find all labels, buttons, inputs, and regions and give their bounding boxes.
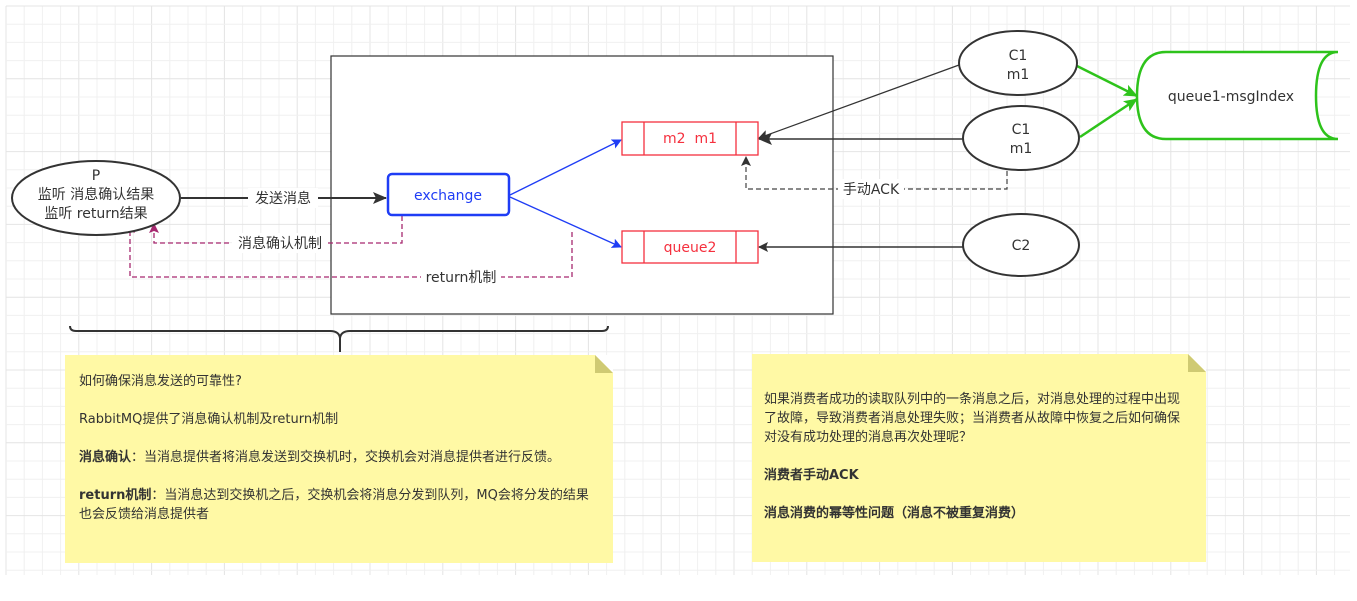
consumer-c1-a-node[interactable]: C1 m1 (958, 30, 1078, 96)
edge-return[interactable]: return机制 (125, 223, 573, 287)
msg-index-label: queue1-msgIndex (1168, 89, 1294, 105)
msg-index-store[interactable]: queue1-msgIndex (1135, 50, 1339, 141)
note2-idempotency: 消息消费的幂等性问题（消息不被重复消费） (764, 504, 1192, 523)
edge-manual-ack[interactable]: 手动ACK (741, 156, 1008, 199)
exchange-node[interactable]: exchange (386, 172, 511, 217)
note1-confirm-paragraph: 消息确认：当消息提供者将消息发送到交换机时，交换机会对消息提供者进行反馈。 (79, 448, 599, 467)
brace (69, 325, 609, 352)
consumer-c1-b-label-1: C1 (1012, 122, 1031, 138)
producer-label-2: 监听 消息确认结果 (38, 186, 154, 203)
consumer-c2-node[interactable]: C2 (962, 213, 1080, 277)
edge-c1b-to-index[interactable] (1079, 97, 1138, 139)
edge-send[interactable]: 发送消息 (181, 188, 387, 208)
edge-c1a-to-index[interactable] (1076, 64, 1138, 98)
consumer-c1-a-label-2: m1 (1007, 67, 1030, 83)
note-consumer-reliability[interactable]: 如果消费者成功的读取队列中的一条消息之后，对消息处理的过程中出现了故障，导致消费… (752, 354, 1206, 562)
edge-confirm-label: 消息确认机制 (238, 235, 322, 252)
edge-exchange-to-queue1[interactable] (509, 139, 622, 196)
note1-return-text: ：当消息达到交换机之后，交换机会将消息分发到队列，MQ会将分发的结果也会反馈给消… (79, 488, 589, 522)
note2-idempotency-text: 消息消费的幂等性问题（消息不被重复消费） (764, 506, 1025, 521)
producer-node[interactable]: P 监听 消息确认结果 监听 return结果 (11, 160, 181, 236)
consumer-c2-label: C2 (1012, 238, 1031, 254)
consumer-c1-a-label-1: C1 (1009, 48, 1028, 64)
note1-return-title: return机制 (79, 488, 152, 503)
edge-confirm[interactable]: 消息确认机制 (149, 216, 403, 253)
note-sender-reliability[interactable]: 如何确保消息发送的可靠性? RabbitMQ提供了消息确认机制及return机制… (65, 355, 613, 563)
consumer-c1-b-node[interactable]: C1 m1 (962, 105, 1080, 171)
edge-c1a-to-queue1[interactable] (758, 64, 960, 140)
note1-confirm-title: 消息确认 (79, 450, 132, 465)
edge-manual-ack-label: 手动ACK (843, 182, 900, 198)
edge-exchange-to-queue2[interactable] (509, 196, 622, 248)
note2-question: 如果消费者成功的读取队列中的一条消息之后，对消息处理的过程中出现了故障，导致消费… (764, 392, 1181, 445)
producer-label-1: P (92, 168, 100, 184)
queue2-node[interactable]: queue2 (621, 230, 759, 264)
edge-send-label: 发送消息 (255, 190, 311, 207)
exchange-label: exchange (414, 188, 482, 204)
queue2-label: queue2 (664, 240, 717, 256)
consumer-c1-b-label-2: m1 (1010, 141, 1033, 157)
note1-confirm-text: ：当消息提供者将消息发送到交换机时，交换机会对消息提供者进行反馈。 (131, 450, 561, 465)
note1-question: 如何确保消息发送的可靠性? (79, 374, 242, 389)
note1-intro: RabbitMQ提供了消息确认机制及return机制 (79, 412, 339, 427)
note2-answer: 消费者手动ACK (764, 466, 1192, 485)
edge-return-label: return机制 (426, 270, 497, 286)
note2-answer-text: 消费者手动ACK (764, 468, 859, 483)
producer-label-3: 监听 return结果 (44, 206, 147, 222)
queue1-label: m2 m1 (663, 131, 717, 147)
queue1-node[interactable]: m2 m1 (621, 121, 759, 156)
note-fold-shadow (595, 355, 613, 373)
note1-return-paragraph: return机制：当消息达到交换机之后，交换机会将消息分发到队列，MQ会将分发的… (79, 486, 599, 524)
note-fold-shadow (1188, 354, 1206, 372)
